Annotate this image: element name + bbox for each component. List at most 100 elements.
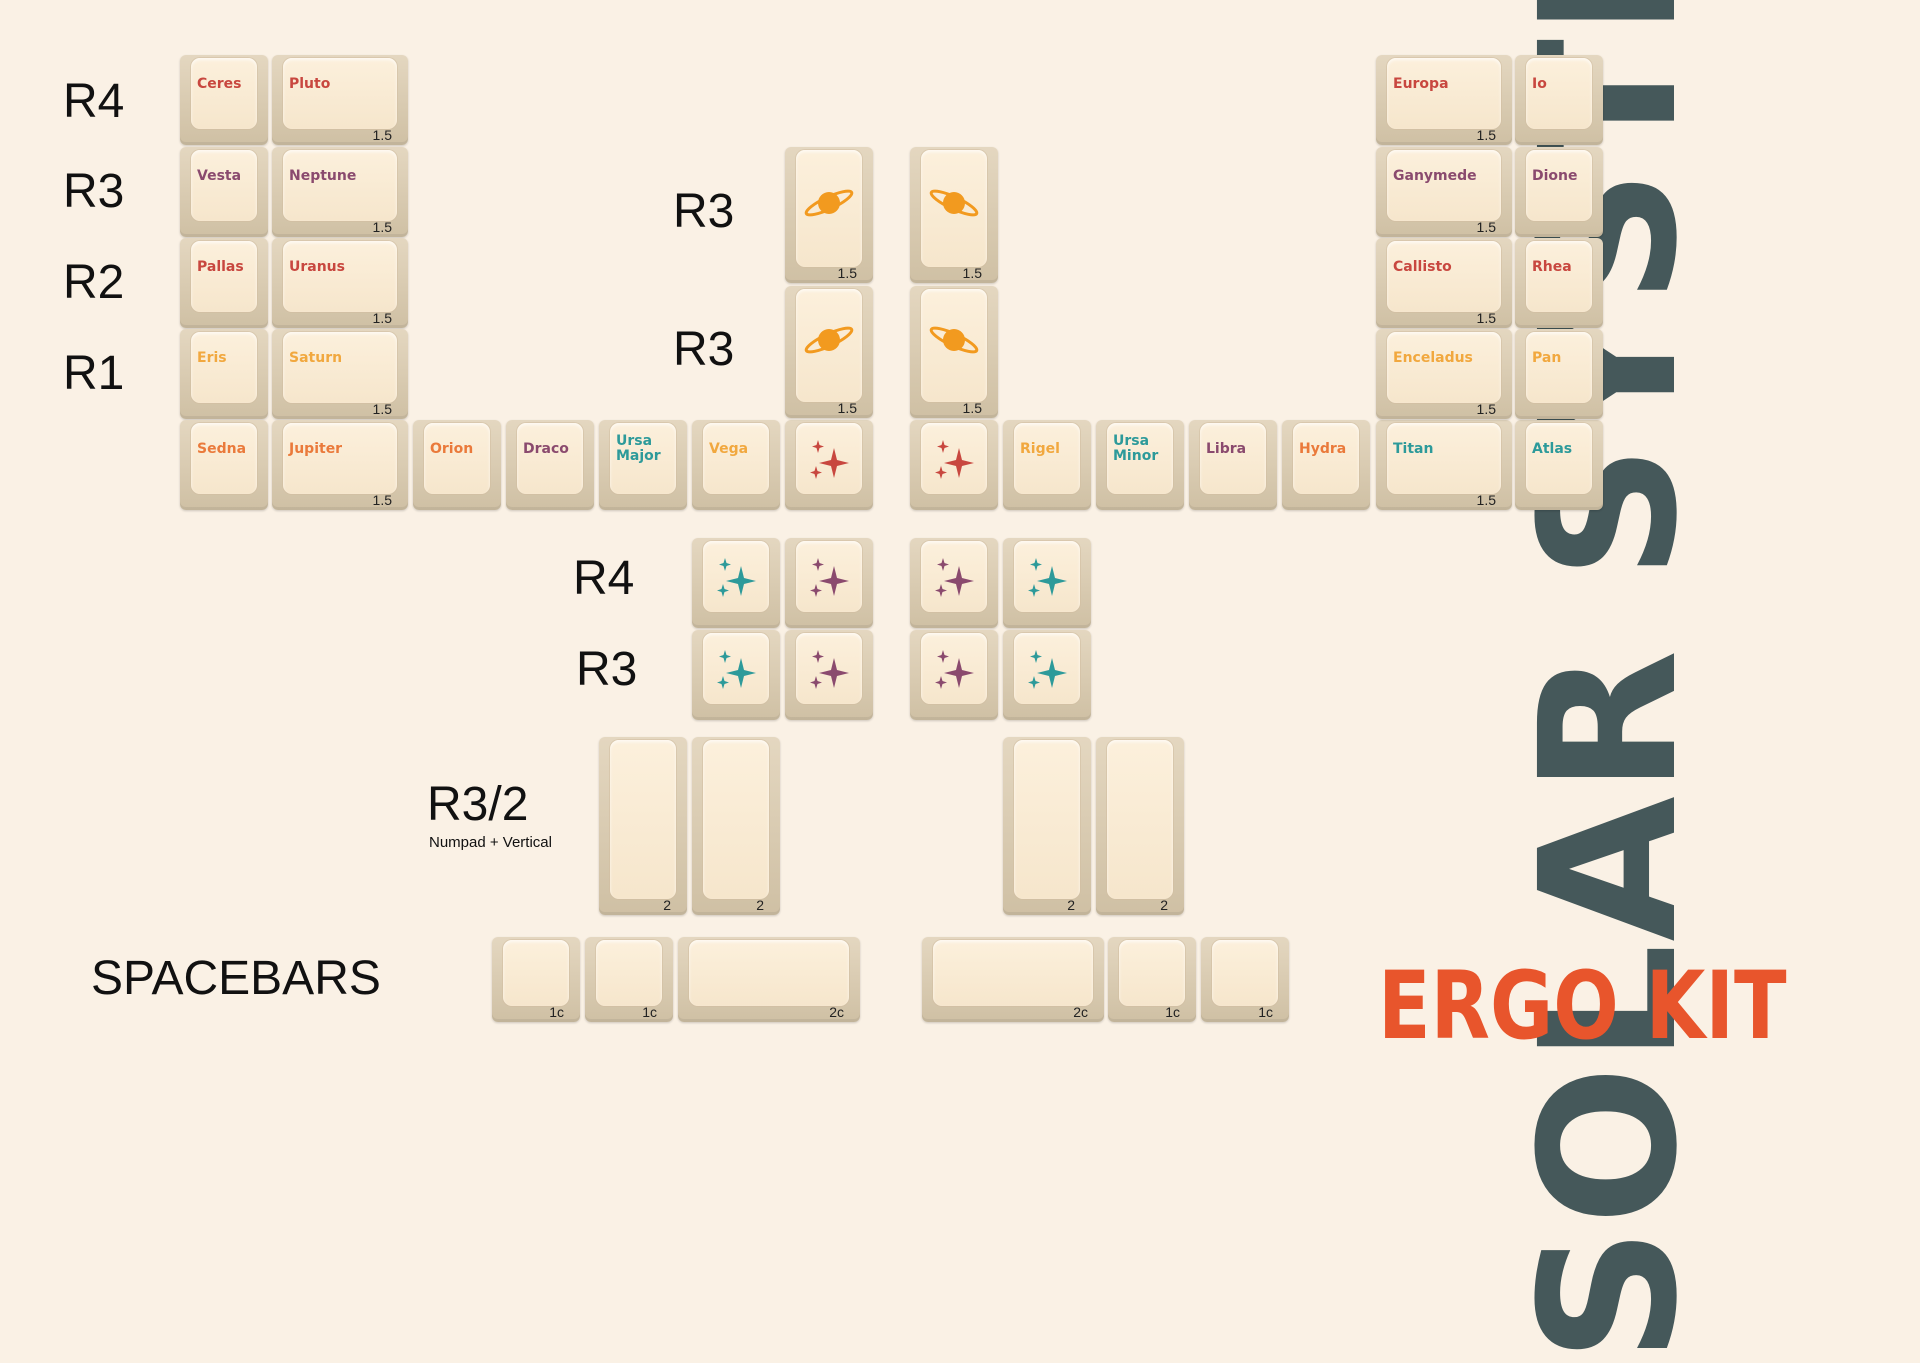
keycap-legend: Eris xyxy=(197,350,227,366)
keycap-atlas: Atlas xyxy=(1515,420,1603,510)
keycap-legend: Ganymede xyxy=(1393,168,1477,184)
keycap-dione: Dione xyxy=(1515,147,1603,237)
keycap-legend: Draco xyxy=(523,441,569,457)
keycap-size: 2 xyxy=(1160,897,1168,913)
keycap-planet-left-bottom: 1.5 xyxy=(785,286,873,418)
keycap-spacebar-2c: 2c xyxy=(678,937,860,1022)
ergo-kit-subtitle: ERGO KIT xyxy=(1378,952,1787,1061)
row-label-r4: R4 xyxy=(63,75,125,128)
keycap-sparkle-teal xyxy=(1003,538,1091,628)
keycap-legend: Libra xyxy=(1206,441,1247,457)
keycap-size: 1.5 xyxy=(372,492,392,508)
keycap-legend: Enceladus xyxy=(1393,350,1473,366)
keycap-orion: Orion xyxy=(413,420,501,510)
keycap-sedna: Sedna xyxy=(180,420,268,510)
keycap-spacebar-1c: 1c xyxy=(1108,937,1196,1022)
keycap-legend: Rhea xyxy=(1532,259,1572,275)
keycap-size: 1.5 xyxy=(1476,492,1496,508)
spacebars-label: SPACEBARS xyxy=(91,952,381,1005)
keycap-draco: Draco xyxy=(506,420,594,510)
vertical-row-label: R3/2 xyxy=(427,778,529,831)
keycap-vertical-2u: 2 xyxy=(692,737,780,915)
keycap-vertical-2u: 2 xyxy=(599,737,687,915)
keycap-planet-left-top: 1.5 xyxy=(785,147,873,283)
sparkle-plum-icon xyxy=(935,650,974,689)
saturn-planet-icon xyxy=(929,189,979,217)
sparkle-plum-icon xyxy=(935,558,974,597)
sparkle-plum-icon xyxy=(810,650,849,689)
saturn-planet-icon xyxy=(929,326,979,354)
stars-row-label-r3: R3 xyxy=(576,643,638,696)
keycap-sparkle-plum xyxy=(785,538,873,628)
keycap-legend: Atlas xyxy=(1532,441,1573,457)
keycap-size: 1.5 xyxy=(1476,127,1496,143)
keycap-size: 1.5 xyxy=(1476,401,1496,417)
keycap-spacebar-1c: 1c xyxy=(492,937,580,1022)
keycap-sparkle-plum xyxy=(910,538,998,628)
keycap-legend: Dione xyxy=(1532,168,1578,184)
keycap-legend: Vesta xyxy=(197,168,242,184)
keycap-size: 1.5 xyxy=(1476,219,1496,235)
keycap-legend: Europa xyxy=(1393,76,1449,92)
sparkle-teal-icon xyxy=(1028,558,1067,597)
keycap-size: 1.5 xyxy=(837,265,857,281)
keycap-ursa-major: Ursa Major xyxy=(599,420,687,510)
keycap-size: 1c xyxy=(1165,1004,1180,1020)
sparkle-teal-icon xyxy=(717,558,756,597)
keycap-size: 2c xyxy=(1073,1004,1088,1020)
keycap-legend: Vega xyxy=(709,441,749,457)
keycap-legend: Rigel xyxy=(1020,441,1060,457)
keycap-legend: Jupiter xyxy=(289,441,343,457)
keycap-legend: Uranus xyxy=(289,259,345,275)
keycap-legend: Callisto xyxy=(1393,259,1452,275)
row-label-r3: R3 xyxy=(63,165,125,218)
keycap-size: 1c xyxy=(549,1004,564,1020)
stars-row-label-r4: R4 xyxy=(573,552,635,605)
planet-row-label-top: R3 xyxy=(673,185,735,238)
vertical-note: Numpad + Vertical xyxy=(429,834,552,851)
keycap-planet-right-bottom: 1.5 xyxy=(910,286,998,418)
keycap-ganymede: Ganymede 1.5 xyxy=(1376,147,1512,237)
keycap-sparkle-red-left xyxy=(785,420,873,510)
keycap-spacebar-1c: 1c xyxy=(1201,937,1289,1022)
sparkle-red-icon xyxy=(935,440,974,479)
keycap-rigel: Rigel xyxy=(1003,420,1091,510)
keycap-ceres: Ceres xyxy=(180,55,268,145)
keycap-size: 1.5 xyxy=(1476,310,1496,326)
keycap-sparkle-teal xyxy=(692,538,780,628)
keycap-legend: Neptune xyxy=(289,168,357,184)
keycap-sparkle-teal xyxy=(1003,630,1091,720)
keycap-eris: Eris xyxy=(180,329,268,419)
keycap-sparkle-teal xyxy=(692,630,780,720)
keycap-ursa-minor: Ursa Minor xyxy=(1096,420,1184,510)
keycap-vesta: Vesta xyxy=(180,147,268,237)
keycap-size: 2 xyxy=(663,897,671,913)
keycap-spacebar-2c: 2c xyxy=(922,937,1104,1022)
keycap-legend: Hydra xyxy=(1299,441,1347,457)
keycap-jupiter: Jupiter 1.5 xyxy=(272,420,408,510)
keycap-europa: Europa 1.5 xyxy=(1376,55,1512,145)
keycap-vertical-2u: 2 xyxy=(1003,737,1091,915)
keycap-legend: Pan xyxy=(1532,350,1562,366)
keycap-size: 1c xyxy=(642,1004,657,1020)
keycap-titan: Titan 1.5 xyxy=(1376,420,1512,510)
keycap-legend: Ceres xyxy=(197,76,242,92)
row-label-r1: R1 xyxy=(63,347,125,400)
keycap-legend: Titan xyxy=(1393,441,1434,457)
sparkle-plum-icon xyxy=(810,558,849,597)
keycap-hydra: Hydra xyxy=(1282,420,1370,510)
keycap-size: 2 xyxy=(1067,897,1075,913)
keycap-pallas: Pallas xyxy=(180,238,268,328)
keycap-size: 1.5 xyxy=(372,127,392,143)
keycap-size: 1.5 xyxy=(962,400,982,416)
keycap-legend: Ursa Major xyxy=(616,433,661,464)
keycap-io: Io xyxy=(1515,55,1603,145)
keycap-sparkle-plum xyxy=(910,630,998,720)
keycap-size: 1.5 xyxy=(962,265,982,281)
keycap-vega: Vega xyxy=(692,420,780,510)
sparkle-red-icon xyxy=(810,440,849,479)
keycap-size: 1.5 xyxy=(372,310,392,326)
keycap-libra: Libra xyxy=(1189,420,1277,510)
